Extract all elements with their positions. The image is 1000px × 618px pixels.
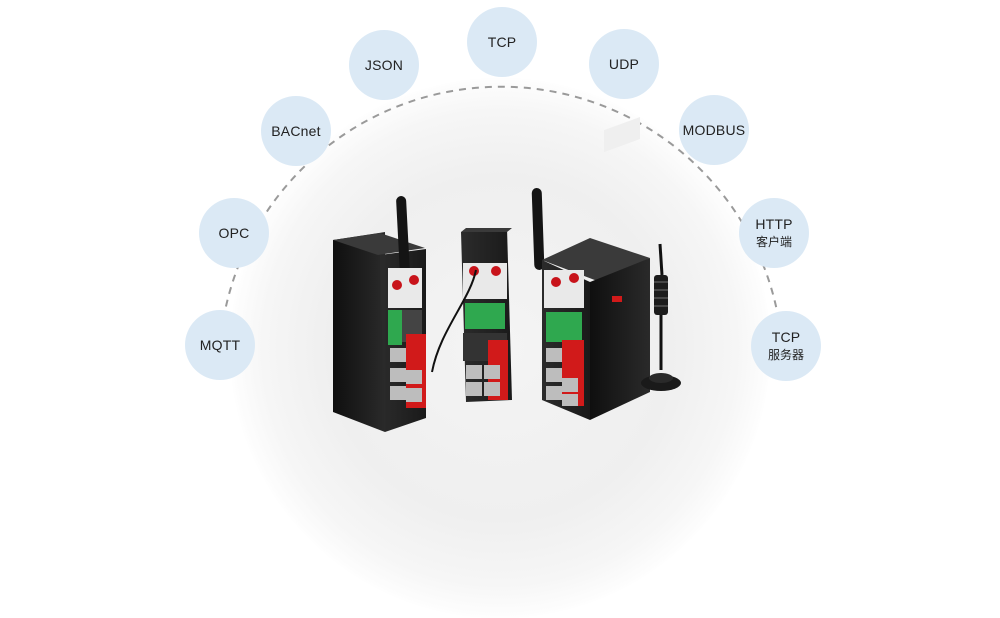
protocol-badge-bacnet: BACnet xyxy=(261,96,331,166)
protocol-badge-opc: OPC xyxy=(199,198,269,268)
protocol-badge-json: JSON xyxy=(349,30,419,100)
antenna xyxy=(531,188,545,270)
protocol-label: OPC xyxy=(218,224,250,241)
gateway-device-right xyxy=(531,117,650,420)
protocol-badge-tcp: TCP xyxy=(467,7,537,77)
protocol-badge-http-client: HTTP 客户端 xyxy=(739,198,809,268)
protocol-label: UDP xyxy=(608,55,640,72)
gateway-devices-illustration xyxy=(333,117,681,432)
protocol-label: JSON xyxy=(364,56,404,73)
protocol-badge-modbus: MODBUS xyxy=(679,95,749,165)
protocol-label: TCP xyxy=(771,329,801,346)
protocol-badge-mqtt: MQTT xyxy=(185,310,255,380)
protocol-label: HTTP xyxy=(755,216,793,233)
protocol-label: MODBUS xyxy=(682,121,746,138)
gateway-device-left xyxy=(333,196,426,432)
protocol-sublabel: 服务器 xyxy=(767,348,804,363)
protocol-label: BACnet xyxy=(271,122,321,139)
gateway-device-middle xyxy=(431,228,512,402)
protocol-badge-tcp-server: TCP 服务器 xyxy=(751,311,821,381)
protocol-sublabel: 客户端 xyxy=(755,235,792,250)
protocol-diagram: MQTT OPC BACnet JSON TCP UDP MODBUS HTTP… xyxy=(185,7,821,618)
magnetic-antenna xyxy=(641,243,681,391)
protocol-label: TCP xyxy=(487,33,517,50)
antenna xyxy=(396,196,410,276)
protocol-label: MQTT xyxy=(199,336,241,353)
protocol-badge-udp: UDP xyxy=(589,29,659,99)
